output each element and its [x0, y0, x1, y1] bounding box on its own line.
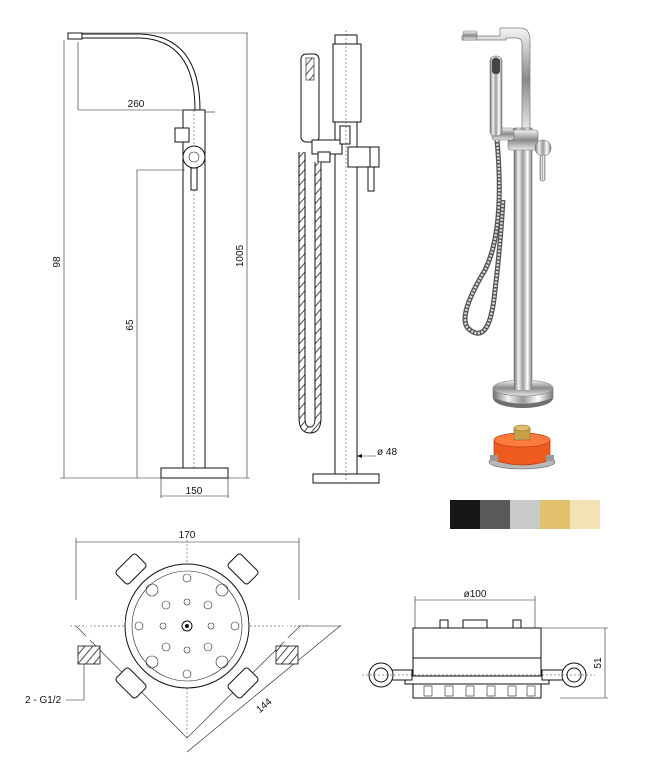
- finish-swatch[interactable]: [570, 500, 600, 529]
- plan-width-label: 170: [179, 530, 196, 541]
- section-diameter-label: ø100: [464, 589, 487, 600]
- finish-swatches: [450, 500, 600, 529]
- front-spout-reach-label: 260: [128, 99, 145, 110]
- front-handle-height-label: 65: [125, 319, 136, 331]
- front-base-width-label: 150: [186, 486, 203, 497]
- plan-connection-label: 2 - G1/2: [25, 695, 62, 706]
- side-view-drawing: [298, 30, 380, 484]
- section-view-drawing: [362, 596, 608, 699]
- plan-view-drawing: [66, 538, 342, 753]
- front-view-drawing: [60, 32, 250, 498]
- side-diameter-label: ø 48: [377, 447, 397, 458]
- finish-swatch[interactable]: [480, 500, 510, 529]
- finish-swatch[interactable]: [510, 500, 540, 529]
- product-render-image: [461, 27, 556, 470]
- front-spout-height-label: 98: [52, 256, 63, 268]
- finish-swatch[interactable]: [450, 500, 480, 529]
- finish-swatch[interactable]: [540, 500, 570, 529]
- plan-diagonal-label: 144: [254, 696, 274, 715]
- front-total-height-label: 1005: [235, 244, 246, 267]
- section-height-label: 51: [593, 657, 604, 669]
